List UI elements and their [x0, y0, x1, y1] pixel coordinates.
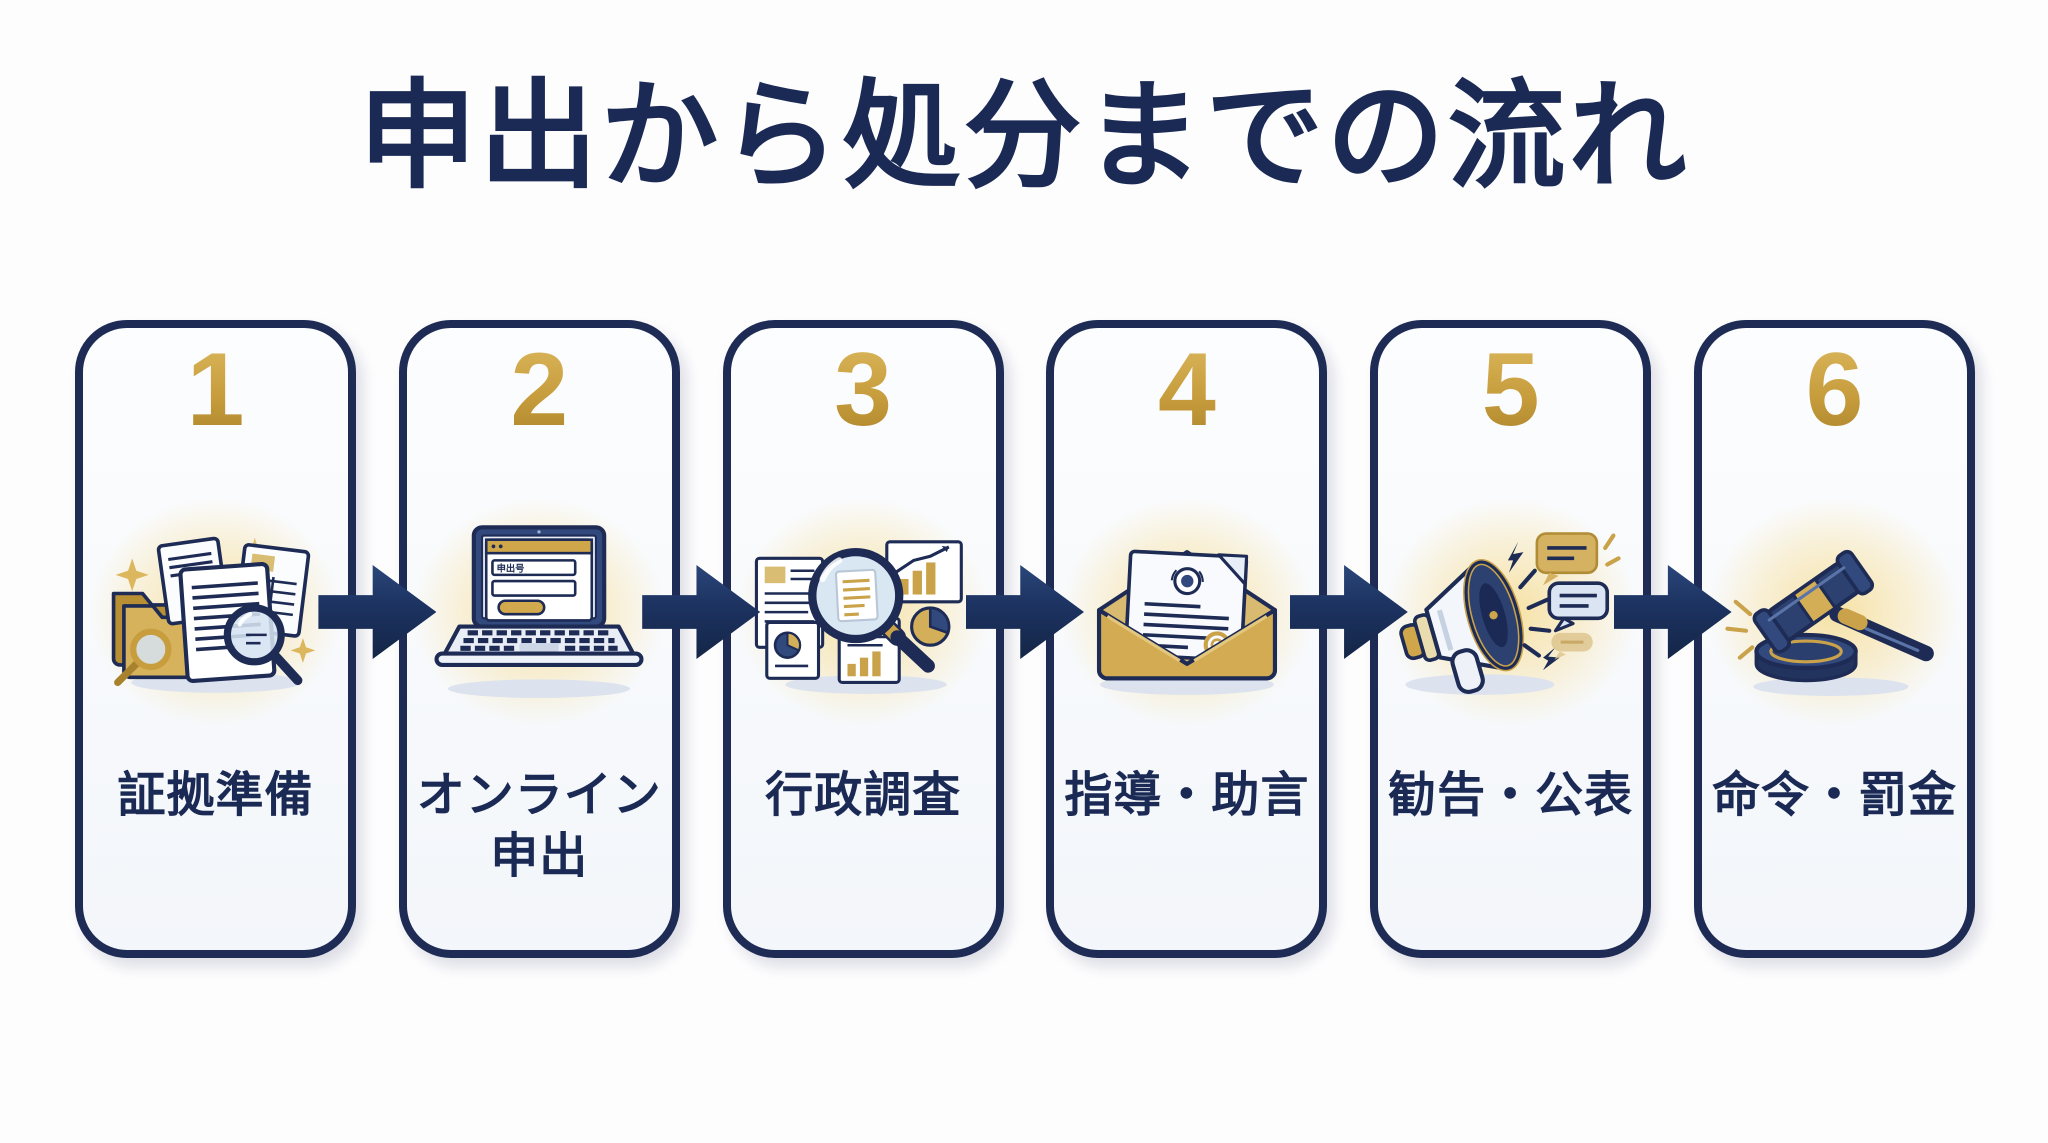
step-card-4: 4: [1046, 320, 1328, 958]
envelope-front: [1096, 607, 1277, 681]
form-field: [491, 579, 577, 597]
form-field: [491, 558, 577, 577]
penalty-gavel-icon: [1725, 549, 1935, 696]
step-number: 6: [1702, 332, 1967, 448]
megaphone-glyph: [1398, 558, 1524, 694]
step-label: 命令・罰金: [1711, 769, 1957, 822]
screen-text: 申出号: [497, 562, 525, 573]
speech-bubble-blue: [1547, 581, 1609, 633]
speech-bubble-small: [1551, 632, 1593, 660]
seal-emblem: [1170, 567, 1204, 595]
step-card-1: 1: [75, 320, 356, 958]
page-title: 申出から処分までの流れ: [358, 71, 1690, 203]
step-number: 1: [83, 332, 348, 448]
submit-button-glyph: [497, 599, 546, 616]
pie-document: [765, 620, 821, 680]
pie-chart-glyph: [910, 606, 951, 647]
step-number: 2: [407, 332, 672, 448]
step-label: 勧告・公表: [1388, 769, 1634, 822]
step-card-2: 2 申出号: [398, 320, 680, 958]
laptop-online-form-icon: 申出号: [434, 525, 644, 698]
laptop-screen: 申出号: [472, 525, 607, 629]
guidance-envelope-icon: [1096, 549, 1277, 695]
step-label: オンライン申出: [416, 769, 662, 883]
impact-lines: [1725, 599, 1755, 660]
magnifier-large-icon: [223, 604, 302, 685]
step-number: 5: [1378, 332, 1643, 448]
gavel-head: [1753, 549, 1875, 654]
speech-bubble-gold: [1535, 532, 1598, 586]
step-label: 行政調査: [765, 769, 962, 822]
step-label: 指導・助言: [1064, 769, 1310, 822]
step-number: 3: [731, 332, 996, 448]
step-card-6: 6: [1693, 320, 1975, 958]
step-card-3: 3: [722, 320, 1004, 958]
step-number: 4: [1054, 332, 1319, 448]
bolt-icon: [1507, 541, 1524, 573]
chart-panel: [885, 540, 963, 604]
investigation-magnifier-icon: [754, 540, 963, 694]
step-label: 証拠準備: [117, 769, 314, 822]
sparkle-icon: [115, 558, 149, 592]
magnifier-icon: [808, 547, 936, 673]
announcement-megaphone-icon: [1398, 532, 1621, 695]
evidence-documents-icon: [111, 536, 315, 693]
step-card-5: 5: [1370, 320, 1652, 958]
sound-lines: [1517, 568, 1552, 658]
process-flow: 1: [75, 320, 1975, 958]
magnifier-small-icon: [113, 628, 172, 686]
laptop-keyboard: [434, 624, 644, 667]
